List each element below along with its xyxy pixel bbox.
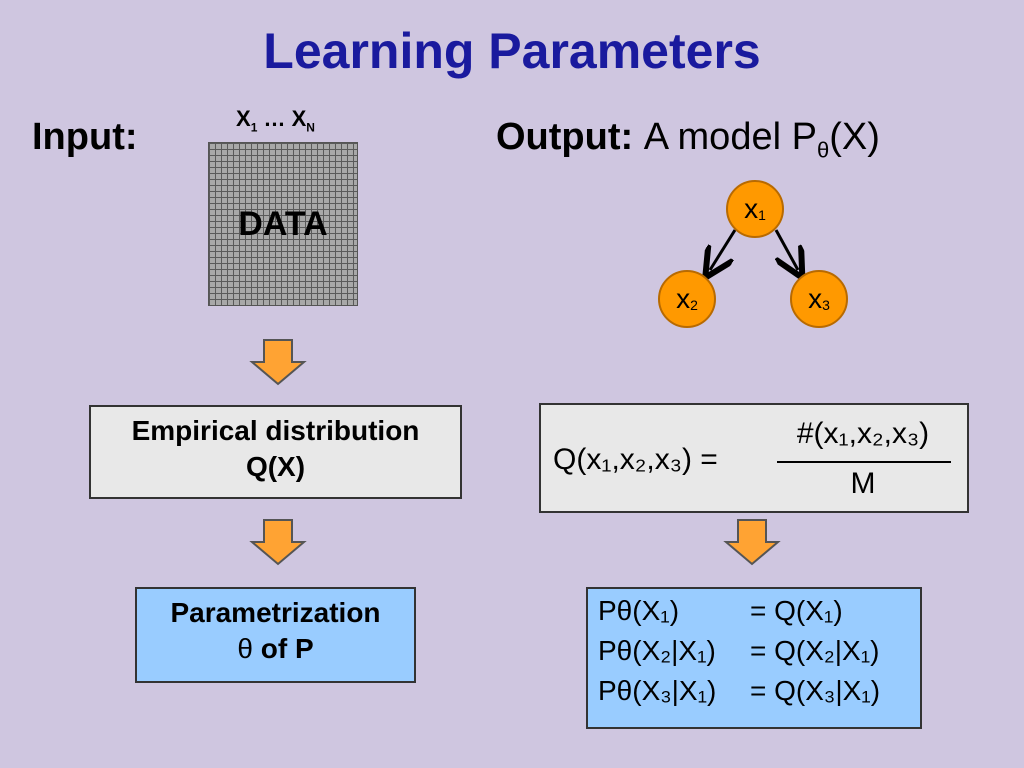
parametrization-rest: of P <box>252 633 314 664</box>
output-description-prefix: A model P <box>643 116 817 158</box>
columns-sub-last: N <box>306 120 315 135</box>
equations-box: Pθ(X₁) = Q(X₁) Pθ(X₂|X₁) = Q(X₂|X₁) Pθ(X₃|… <box>586 587 922 729</box>
output-heading: Output: A model Pθ(X) <box>496 116 880 164</box>
equation-lhs: Pθ(X₂|X₁) <box>598 635 716 666</box>
equation-lhs: Pθ(X₁) <box>598 595 680 626</box>
columns-ellipsis: … X <box>257 106 307 131</box>
formula-numerator: #(x₁,x₂,x₃) <box>796 417 930 450</box>
slide-title: Learning Parameters <box>263 23 761 79</box>
equation-rhs: = Q(X₃|X₁) <box>750 675 881 706</box>
edge-x1-x2 <box>710 229 737 270</box>
data-grid <box>208 142 358 306</box>
data-label: DATA <box>238 205 328 243</box>
parametrization-box: Parametrization θ of P <box>135 587 416 683</box>
node-x3-name: x <box>808 283 823 314</box>
empirical-distribution-box: Empirical distribution Q(X) <box>89 405 462 499</box>
equation-rhs: = Q(X₁) <box>750 595 843 626</box>
node-x3-sub: 3 <box>822 297 830 313</box>
equation-rhs: = Q(X₂|X₁) <box>750 635 880 666</box>
columns-label: X1 … XN <box>236 106 315 134</box>
node-x1-sub: 1 <box>758 207 766 223</box>
formula-denominator: M <box>850 467 876 500</box>
node-x2-sub: 2 <box>690 297 698 313</box>
formula-lhs: Q(x₁,x₂,x₃) = <box>553 443 718 476</box>
down-arrow-icon <box>249 339 307 386</box>
output-theta: θ <box>816 137 830 163</box>
fraction-bar <box>777 461 951 463</box>
empirical-line2: Q(X) <box>245 451 306 482</box>
node-x2-name: x <box>676 283 691 314</box>
columns-sub-first: 1 <box>250 120 258 135</box>
output-description-suffix: (X) <box>829 116 880 158</box>
parametrization-line2: θ of P <box>137 631 414 667</box>
equation-line: Pθ(X₃|X₁) = Q(X₃|X₁) <box>598 671 920 711</box>
output-label: Output: <box>496 116 634 158</box>
empirical-line1: Empirical distribution <box>131 415 420 446</box>
parametrization-line1: Parametrization <box>170 597 381 628</box>
columns-prefix: X <box>236 106 251 131</box>
equation-line: Pθ(X₂|X₁) = Q(X₂|X₁) <box>598 631 920 671</box>
parametrization-theta: θ <box>237 633 253 664</box>
edge-x1-x3 <box>774 229 798 270</box>
down-arrow-icon <box>723 519 781 566</box>
equation-line: Pθ(X₁) = Q(X₁) <box>598 591 920 631</box>
formula-box: Q(x₁,x₂,x₃) = #(x₁,x₂,x₃) M <box>539 403 969 513</box>
node-x1-name: x <box>744 193 759 224</box>
input-label: Input: <box>32 116 138 158</box>
down-arrow-icon <box>249 519 307 566</box>
equation-lhs: Pθ(X₃|X₁) <box>598 675 717 706</box>
